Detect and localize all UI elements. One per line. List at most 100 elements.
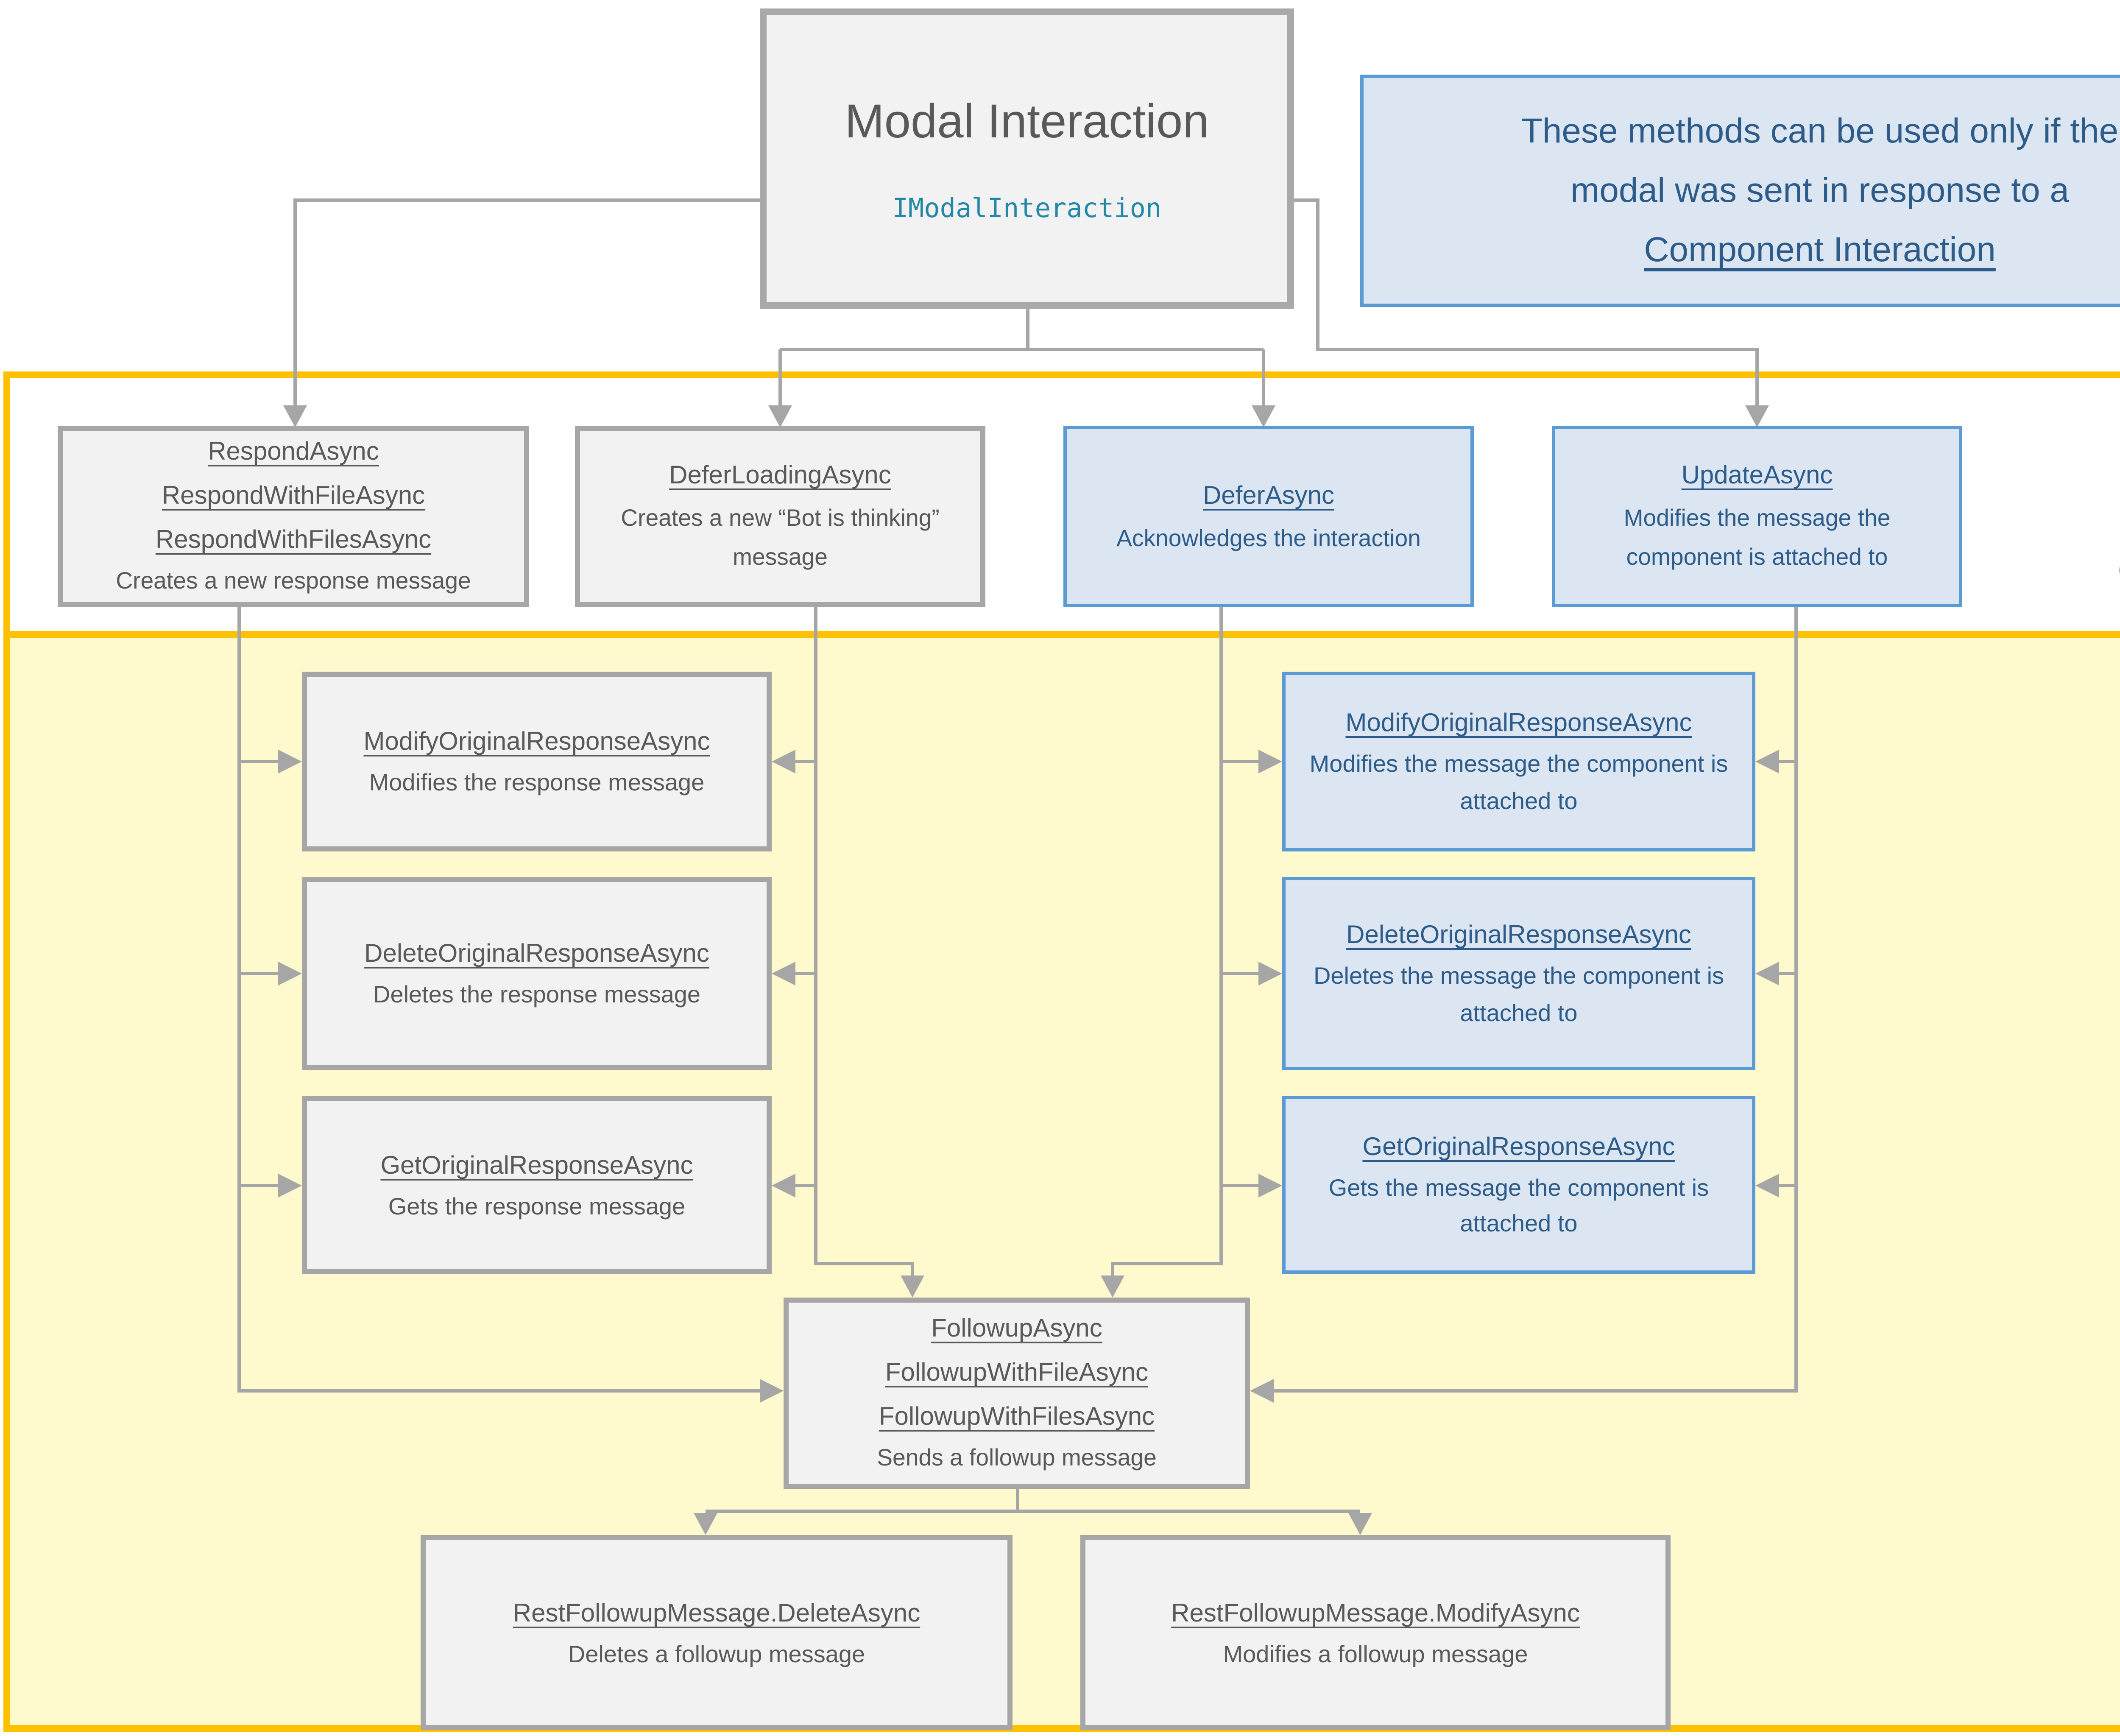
box-delete-original-response-blue: DeleteOriginalResponseAsync Deletes the … bbox=[1282, 877, 1755, 1070]
method-list: GetOriginalResponseAsync bbox=[1362, 1126, 1675, 1170]
arrow-down-icon bbox=[901, 1275, 924, 1298]
link-deferasync[interactable]: DeferAsync bbox=[1202, 481, 1335, 511]
arrow-right-icon bbox=[760, 1379, 784, 1403]
modal-interaction-box: Modal Interaction IModalInteraction bbox=[760, 8, 1294, 309]
link-respondasync[interactable]: RespondAsync bbox=[208, 438, 379, 467]
initial-response-gray1: Can be used only ones per interaction bbox=[2118, 550, 2120, 595]
connector-update-chain bbox=[1274, 607, 1798, 1393]
box-restfollowup-delete-async: RestFollowupMessage.DeleteAsync Deletes … bbox=[421, 1535, 1013, 1730]
box-caption: Modifies the response message bbox=[369, 768, 705, 796]
method-list: RestFollowupMessage.DeleteAsync bbox=[513, 1592, 921, 1636]
link-followupwithfilesasync[interactable]: FollowupWithFilesAsync bbox=[879, 1402, 1155, 1431]
method-list: DeferAsync bbox=[1203, 475, 1334, 519]
connector-respond-chain bbox=[237, 607, 760, 1393]
box-get-original-response-blue: GetOriginalResponseAsync Gets the messag… bbox=[1282, 1096, 1755, 1274]
box-caption: Gets the message the component is attach… bbox=[1328, 1173, 1709, 1237]
arrow-right-icon bbox=[1258, 962, 1282, 985]
arrow-left-icon bbox=[1755, 962, 1779, 985]
box-get-original-response-gray: GetOriginalResponseAsync Gets the respon… bbox=[302, 1096, 772, 1274]
box-caption: Deletes the response message bbox=[373, 980, 700, 1008]
initial-response-sub1: Has to be executed in 3 seconds bbox=[2118, 461, 2120, 505]
link-getoriginalresponseasync[interactable]: GetOriginalResponseAsync bbox=[380, 1151, 693, 1180]
component-interaction-note: These methods can be used only if the mo… bbox=[1360, 75, 2120, 307]
method-list: DeleteOriginalResponseAsync bbox=[364, 933, 709, 977]
arrow-left-icon bbox=[772, 1174, 795, 1197]
method-list: DeleteOriginalResponseAsync bbox=[1346, 915, 1691, 959]
box-caption: Gets the response message bbox=[388, 1192, 686, 1219]
connector-lines bbox=[237, 198, 1798, 1513]
link-deleteoriginalresponseasync[interactable]: DeleteOriginalResponseAsync bbox=[364, 940, 709, 969]
box-modify-original-response-gray: ModifyOriginalResponseAsync Modifies the… bbox=[302, 672, 772, 851]
link-respondwithfileasync[interactable]: RespondWithFileAsync bbox=[162, 481, 425, 511]
method-list: ModifyOriginalResponseAsync bbox=[363, 721, 710, 765]
arrow-down-icon bbox=[1745, 405, 1769, 427]
link-restfollowupmessage-deleteasync[interactable]: RestFollowupMessage.DeleteAsync bbox=[513, 1599, 921, 1628]
box-delete-original-response-gray: DeleteOriginalResponseAsync Deletes the … bbox=[302, 877, 772, 1070]
box-caption: Acknowledges the interaction bbox=[1116, 525, 1421, 551]
arrow-left-icon bbox=[1250, 1379, 1274, 1403]
link-modifyoriginalresponseasync[interactable]: ModifyOriginalResponseAsync bbox=[363, 728, 710, 757]
arrow-right-icon bbox=[1258, 1174, 1282, 1197]
link-getoriginalresponseasync[interactable]: GetOriginalResponseAsync bbox=[1362, 1133, 1675, 1162]
box-caption: Modifies a followup message bbox=[1223, 1639, 1528, 1667]
arrow-down-icon bbox=[1101, 1275, 1124, 1298]
box-caption: Sends a followup message bbox=[877, 1446, 1157, 1471]
arrow-left-icon bbox=[772, 962, 795, 985]
arrow-left-icon bbox=[1755, 750, 1779, 773]
link-respondwithfilesasync[interactable]: RespondWithFilesAsync bbox=[155, 525, 432, 554]
box-update-async: UpdateAsync Modifies the message the com… bbox=[1552, 426, 1962, 607]
initial-response-sub2: after receiving the interaction bbox=[2118, 505, 2120, 550]
arrow-right-icon bbox=[278, 750, 302, 773]
arrow-left-icon bbox=[772, 750, 795, 773]
note-line-2: modal was sent in response to a bbox=[1570, 171, 2069, 210]
method-list: RestFollowupMessage.ModifyAsync bbox=[1171, 1592, 1580, 1636]
box-caption: Deletes the message the component is att… bbox=[1313, 962, 1724, 1026]
arrow-down-icon bbox=[283, 405, 307, 427]
link-updateasync[interactable]: UpdateAsync bbox=[1681, 461, 1833, 491]
section-divider bbox=[10, 631, 2120, 638]
box-caption: Deletes a followup message bbox=[568, 1639, 865, 1667]
method-list: ModifyOriginalResponseAsync bbox=[1345, 703, 1692, 747]
arrow-down-icon bbox=[768, 405, 792, 427]
arrow-left-icon bbox=[1755, 1174, 1779, 1197]
box-restfollowup-modify-async: RestFollowupMessage.ModifyAsync Modifies… bbox=[1080, 1535, 1671, 1730]
initial-response-annotation: Initial Response methods Has to be execu… bbox=[2118, 417, 2120, 595]
modal-interaction-title: Modal Interaction bbox=[845, 94, 1209, 147]
initial-response-title: Initial Response methods bbox=[2118, 417, 2120, 461]
arrow-down-icon bbox=[1252, 405, 1275, 427]
link-followupasync[interactable]: FollowupAsync bbox=[931, 1315, 1102, 1344]
link-restfollowupmessage-modifyasync[interactable]: RestFollowupMessage.ModifyAsync bbox=[1171, 1599, 1580, 1628]
component-interaction-link[interactable]: Component Interaction bbox=[1644, 231, 1996, 270]
imodalinteraction-code: IModalInteraction bbox=[892, 193, 1162, 223]
arrowheads bbox=[278, 405, 1779, 1535]
box-defer-async: DeferAsync Acknowledges the interaction bbox=[1063, 426, 1474, 607]
box-defer-loading-async: DeferLoadingAsync Creates a new “Bot is … bbox=[575, 426, 985, 607]
link-deferloadingasync[interactable]: DeferLoadingAsync bbox=[669, 461, 891, 491]
connector-deferloading-chain bbox=[814, 607, 914, 1275]
box-caption: Creates a new “Bot is thinking” message bbox=[621, 505, 940, 571]
arrow-down-icon bbox=[694, 1513, 717, 1535]
link-followupwithfileasync[interactable]: FollowupWithFileAsync bbox=[885, 1358, 1149, 1387]
arrow-right-icon bbox=[278, 962, 302, 985]
method-list: DeferLoadingAsync bbox=[669, 455, 891, 499]
link-deleteoriginalresponseasync[interactable]: DeleteOriginalResponseAsync bbox=[1346, 921, 1691, 951]
arrow-right-icon bbox=[1258, 750, 1282, 773]
connector-modal-to-respond bbox=[293, 198, 760, 405]
note-line-1: These methods can be used only if the bbox=[1521, 111, 2119, 151]
connector-modal-to-update bbox=[1294, 198, 1759, 405]
arrow-down-icon bbox=[1348, 1513, 1372, 1535]
box-caption: Modifies the message the component is at… bbox=[1623, 505, 1891, 571]
box-caption: Modifies the message the component is at… bbox=[1309, 750, 1728, 814]
link-modifyoriginalresponseasync[interactable]: ModifyOriginalResponseAsync bbox=[1345, 709, 1692, 739]
box-modify-original-response-blue: ModifyOriginalResponseAsync Modifies the… bbox=[1282, 672, 1755, 851]
box-caption: Creates a new response message bbox=[116, 569, 471, 594]
connector-defer-chain bbox=[1111, 607, 1223, 1275]
arrow-right-icon bbox=[278, 1174, 302, 1197]
